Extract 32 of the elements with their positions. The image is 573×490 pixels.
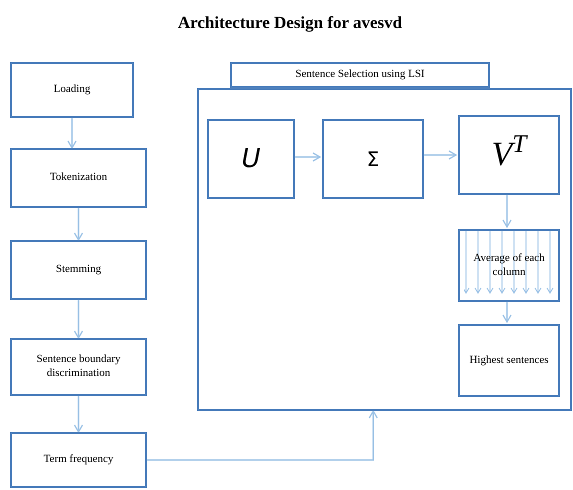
arrow [422, 150, 457, 160]
process-box [10, 148, 147, 208]
arrow [293, 152, 321, 162]
arrow [74, 396, 84, 433]
box-label: Loading [54, 83, 90, 97]
box-label: V$^{T}$ [492, 134, 526, 175]
box-label: Term frequency [44, 453, 114, 467]
process-box [10, 432, 147, 488]
diagram-title: Architecture Design for avesvd [176, 12, 404, 34]
arrow [67, 118, 77, 149]
process-box [10, 62, 134, 118]
arrow [147, 410, 378, 461]
process-box [10, 338, 147, 396]
box-label: Σ [366, 146, 380, 172]
arrow [502, 300, 512, 323]
process-box [458, 115, 560, 195]
box-label: Highest sentences [469, 354, 549, 368]
box-label: Sentence Selection using LSI [295, 68, 425, 82]
process-box [207, 119, 295, 199]
process-box [10, 240, 147, 300]
process-box [458, 324, 560, 397]
box-label: Stemming [56, 263, 102, 277]
arrow [74, 208, 84, 241]
process-box [230, 62, 490, 88]
process-box [322, 119, 424, 199]
box-label: Average of each column [472, 252, 546, 280]
box-label: Sentence boundary discrimination [36, 353, 122, 381]
arrow [74, 300, 84, 339]
box-label: U [241, 142, 261, 176]
container-frame [197, 88, 572, 411]
box-label: Tokenization [50, 171, 108, 185]
arrow [502, 193, 512, 228]
